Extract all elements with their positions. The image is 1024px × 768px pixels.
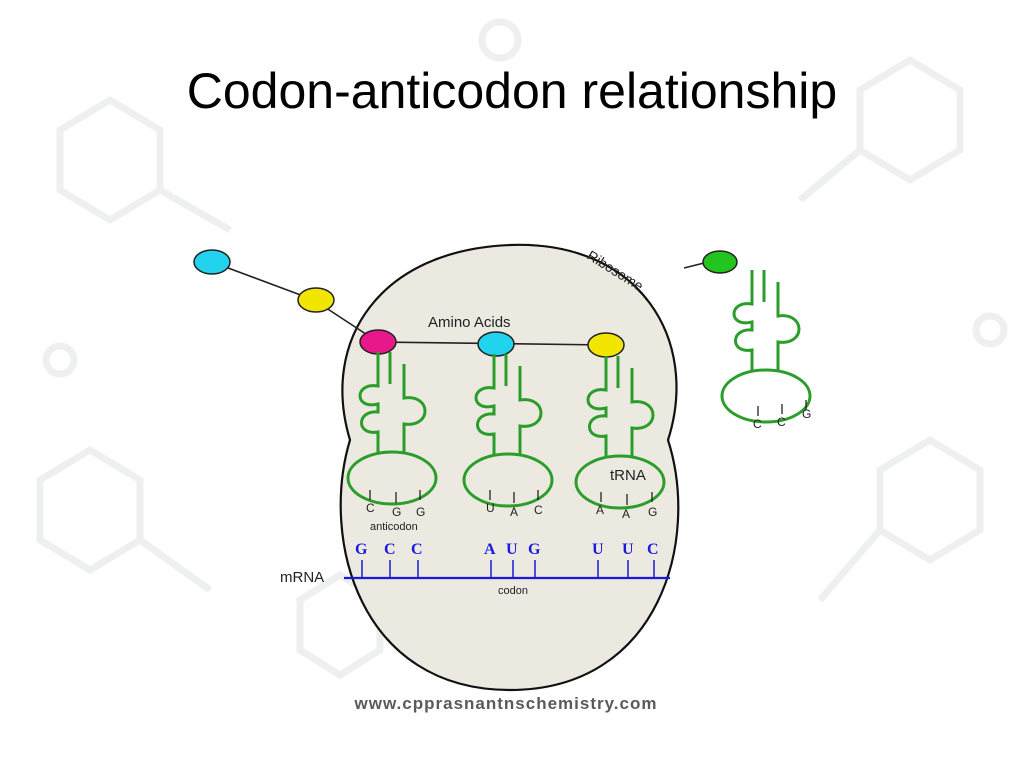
anticodon-1-base-1: C (366, 501, 375, 515)
anticodon-3-base-1: A (596, 503, 604, 517)
source-watermark: www.cpprasnantnschemistry.com (354, 694, 658, 713)
amino-acid-cyan-2 (477, 331, 515, 357)
anticodon-2-base-3: C (534, 503, 543, 517)
anticodon-pegs (369, 400, 807, 505)
anticodon-3-base-2: A (622, 507, 630, 521)
amino-acid-yellow-2 (587, 332, 625, 358)
anticodon-1-base-2: G (392, 505, 401, 519)
amino-acid-magenta (359, 329, 397, 355)
codon-2-base-3: G (528, 541, 541, 558)
codon-3-base-3: C (647, 541, 659, 558)
codon-1-base-2: C (384, 541, 396, 558)
anticodon-label: anticodon (370, 521, 418, 533)
codon-label: codon (498, 585, 528, 597)
anticodon-4-base-3: G (802, 407, 811, 421)
amino-acids-label: Amino Acids (428, 314, 511, 331)
anticodon-4-base-1: C (753, 417, 762, 431)
amino-acid-yellow-1 (297, 287, 335, 313)
codon-3-base-1: U (592, 541, 604, 558)
codon-2-base-1: A (484, 541, 496, 558)
trna-label: tRNA (610, 467, 646, 484)
codon-pegs (361, 560, 655, 578)
anticodon-2-base-2: A (510, 505, 518, 519)
codon-1-base-3: C (411, 541, 423, 558)
anticodon-4-base-2: C (777, 415, 786, 429)
trna-4-incoming (720, 268, 812, 424)
mrna-label: mRNA (280, 569, 324, 586)
amino-acid-green (702, 250, 738, 274)
anticodon-3-base-3: G (648, 505, 657, 519)
amino-acid-cyan-1 (193, 249, 231, 275)
anticodon-2-base-1: U (486, 501, 495, 515)
slide-title: Codon-anticodon relationship (186, 63, 838, 119)
codon-1-base-1: G (355, 541, 368, 558)
codon-3-base-2: U (622, 541, 634, 558)
anticodon-1-base-3: G (416, 505, 425, 519)
codon-2-base-2: U (506, 541, 518, 558)
